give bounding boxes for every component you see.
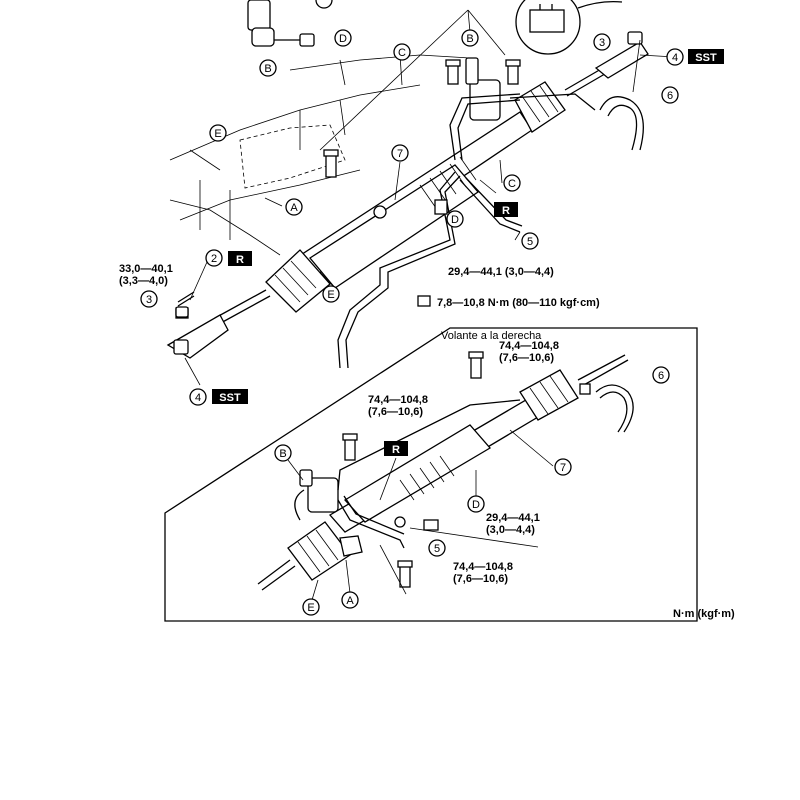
svg-text:D: D [451,214,459,226]
callout-d-main: D [446,210,464,228]
callout-4-left: 4 [189,388,207,406]
inset-callout-a: A [341,591,359,609]
inset-r-badge: R [384,441,408,456]
callout-b-text: B [264,63,271,75]
svg-text:E: E [214,128,221,140]
callout-7-main: 7 [391,144,409,162]
svg-text:E: E [307,602,314,614]
svg-text:E: E [327,289,334,301]
inset-callout-6: 6 [652,366,670,384]
vehicle-body-outline [169,54,471,256]
svg-text:SST: SST [695,52,717,64]
svg-text:7: 7 [560,462,566,474]
svg-text:D: D [472,499,480,511]
svg-text:R: R [392,444,400,456]
cotter-pin-left [175,291,195,318]
inset-title: Volante a la derecha [441,330,542,342]
inset-torque-left-nm: 74,4—104,8 [368,394,428,406]
inset-callout-b: B [274,444,292,462]
r-badge-left: R [228,251,252,266]
torque-tie-rod-kgf: (3,3—4,0) [119,275,168,287]
callout-3-top: 3 [593,33,611,51]
svg-text:R: R [502,205,510,217]
inset-torque-top-kgf: (7,6—10,6) [499,352,554,364]
svg-text:5: 5 [527,236,533,248]
sst-badge-left: SST [212,389,248,404]
svg-text:7: 7 [397,148,403,160]
svg-text:4: 4 [195,392,201,404]
callout-2-main: 2 [205,249,223,267]
inset-callout-e: E [302,598,320,616]
callout-4-top: 4 [666,48,684,66]
callout-c-top: C [393,43,411,61]
inset-torque-pipe-nm: 29,4—44,1 [486,512,540,524]
inset-callout-d: D [467,495,485,513]
svg-text:R: R [236,254,244,266]
svg-text:5: 5 [434,543,440,555]
callout-b-top: B [461,29,479,47]
svg-text:3: 3 [599,37,605,49]
rhd-inset: Volante a la derecha [164,327,698,622]
inset-torque-top-nm: 74,4—104,8 [499,340,559,352]
svg-text:3: 3 [146,294,152,306]
callout-c-main: C [503,174,521,192]
svg-text:B: B [466,33,473,45]
callout-b-left: B [259,59,277,77]
steering-rack-main [214,57,623,325]
inset-torque-bottom-nm: 74,4—104,8 [453,561,513,573]
svg-text:A: A [290,202,298,214]
callout-e-main: E [322,285,340,303]
return-hose [599,96,644,151]
torque-pipe-main: 29,4—44,1 (3,0—4,4) [448,266,554,278]
inset-torque-bottom-kgf: (7,6—10,6) [453,573,508,585]
callout-e-left: E [209,124,227,142]
inset-callout-7: 7 [554,458,572,476]
svg-text:6: 6 [667,90,673,102]
intermediate-shaft [247,0,315,47]
svg-text:B: B [279,448,286,460]
mounting-bolts [323,59,521,307]
inset-torque-left-kgf: (7,6—10,6) [368,406,423,418]
r-badge-main: R [494,202,518,217]
callout-a-main: A [285,198,303,216]
svg-text:C: C [398,47,406,59]
svg-text:6: 6 [658,370,664,382]
inset-callout-5: 5 [428,539,446,557]
detail-magnifier [515,0,623,55]
callout-5-main: 5 [521,232,539,250]
units-note: N·m (kgf·m) [673,608,735,620]
svg-text:C: C [508,178,516,190]
main-view: B D C B 3 4 SST 6 [119,0,724,406]
callout-3-left: 3 [140,290,158,308]
leader-lines [184,9,676,386]
svg-text:2: 2 [211,253,217,265]
inset-torque-pipe-kgf: (3,0—4,4) [486,524,535,536]
torque-tie-rod-nm: 33,0—40,1 [119,263,173,275]
svg-text:A: A [346,595,354,607]
torque-bracket-main: 7,8—10,8 N·m (80—110 kgf·cm) [437,297,600,309]
svg-text:4: 4 [672,52,678,64]
tie-rod-end-right [594,31,649,79]
svg-text:D: D [339,33,347,45]
callout-6-top: 6 [661,86,679,104]
sst-badge-top: SST [688,49,724,64]
callout-d-top: D [334,29,352,47]
callout-1-top [315,0,333,9]
svg-text:SST: SST [219,392,241,404]
